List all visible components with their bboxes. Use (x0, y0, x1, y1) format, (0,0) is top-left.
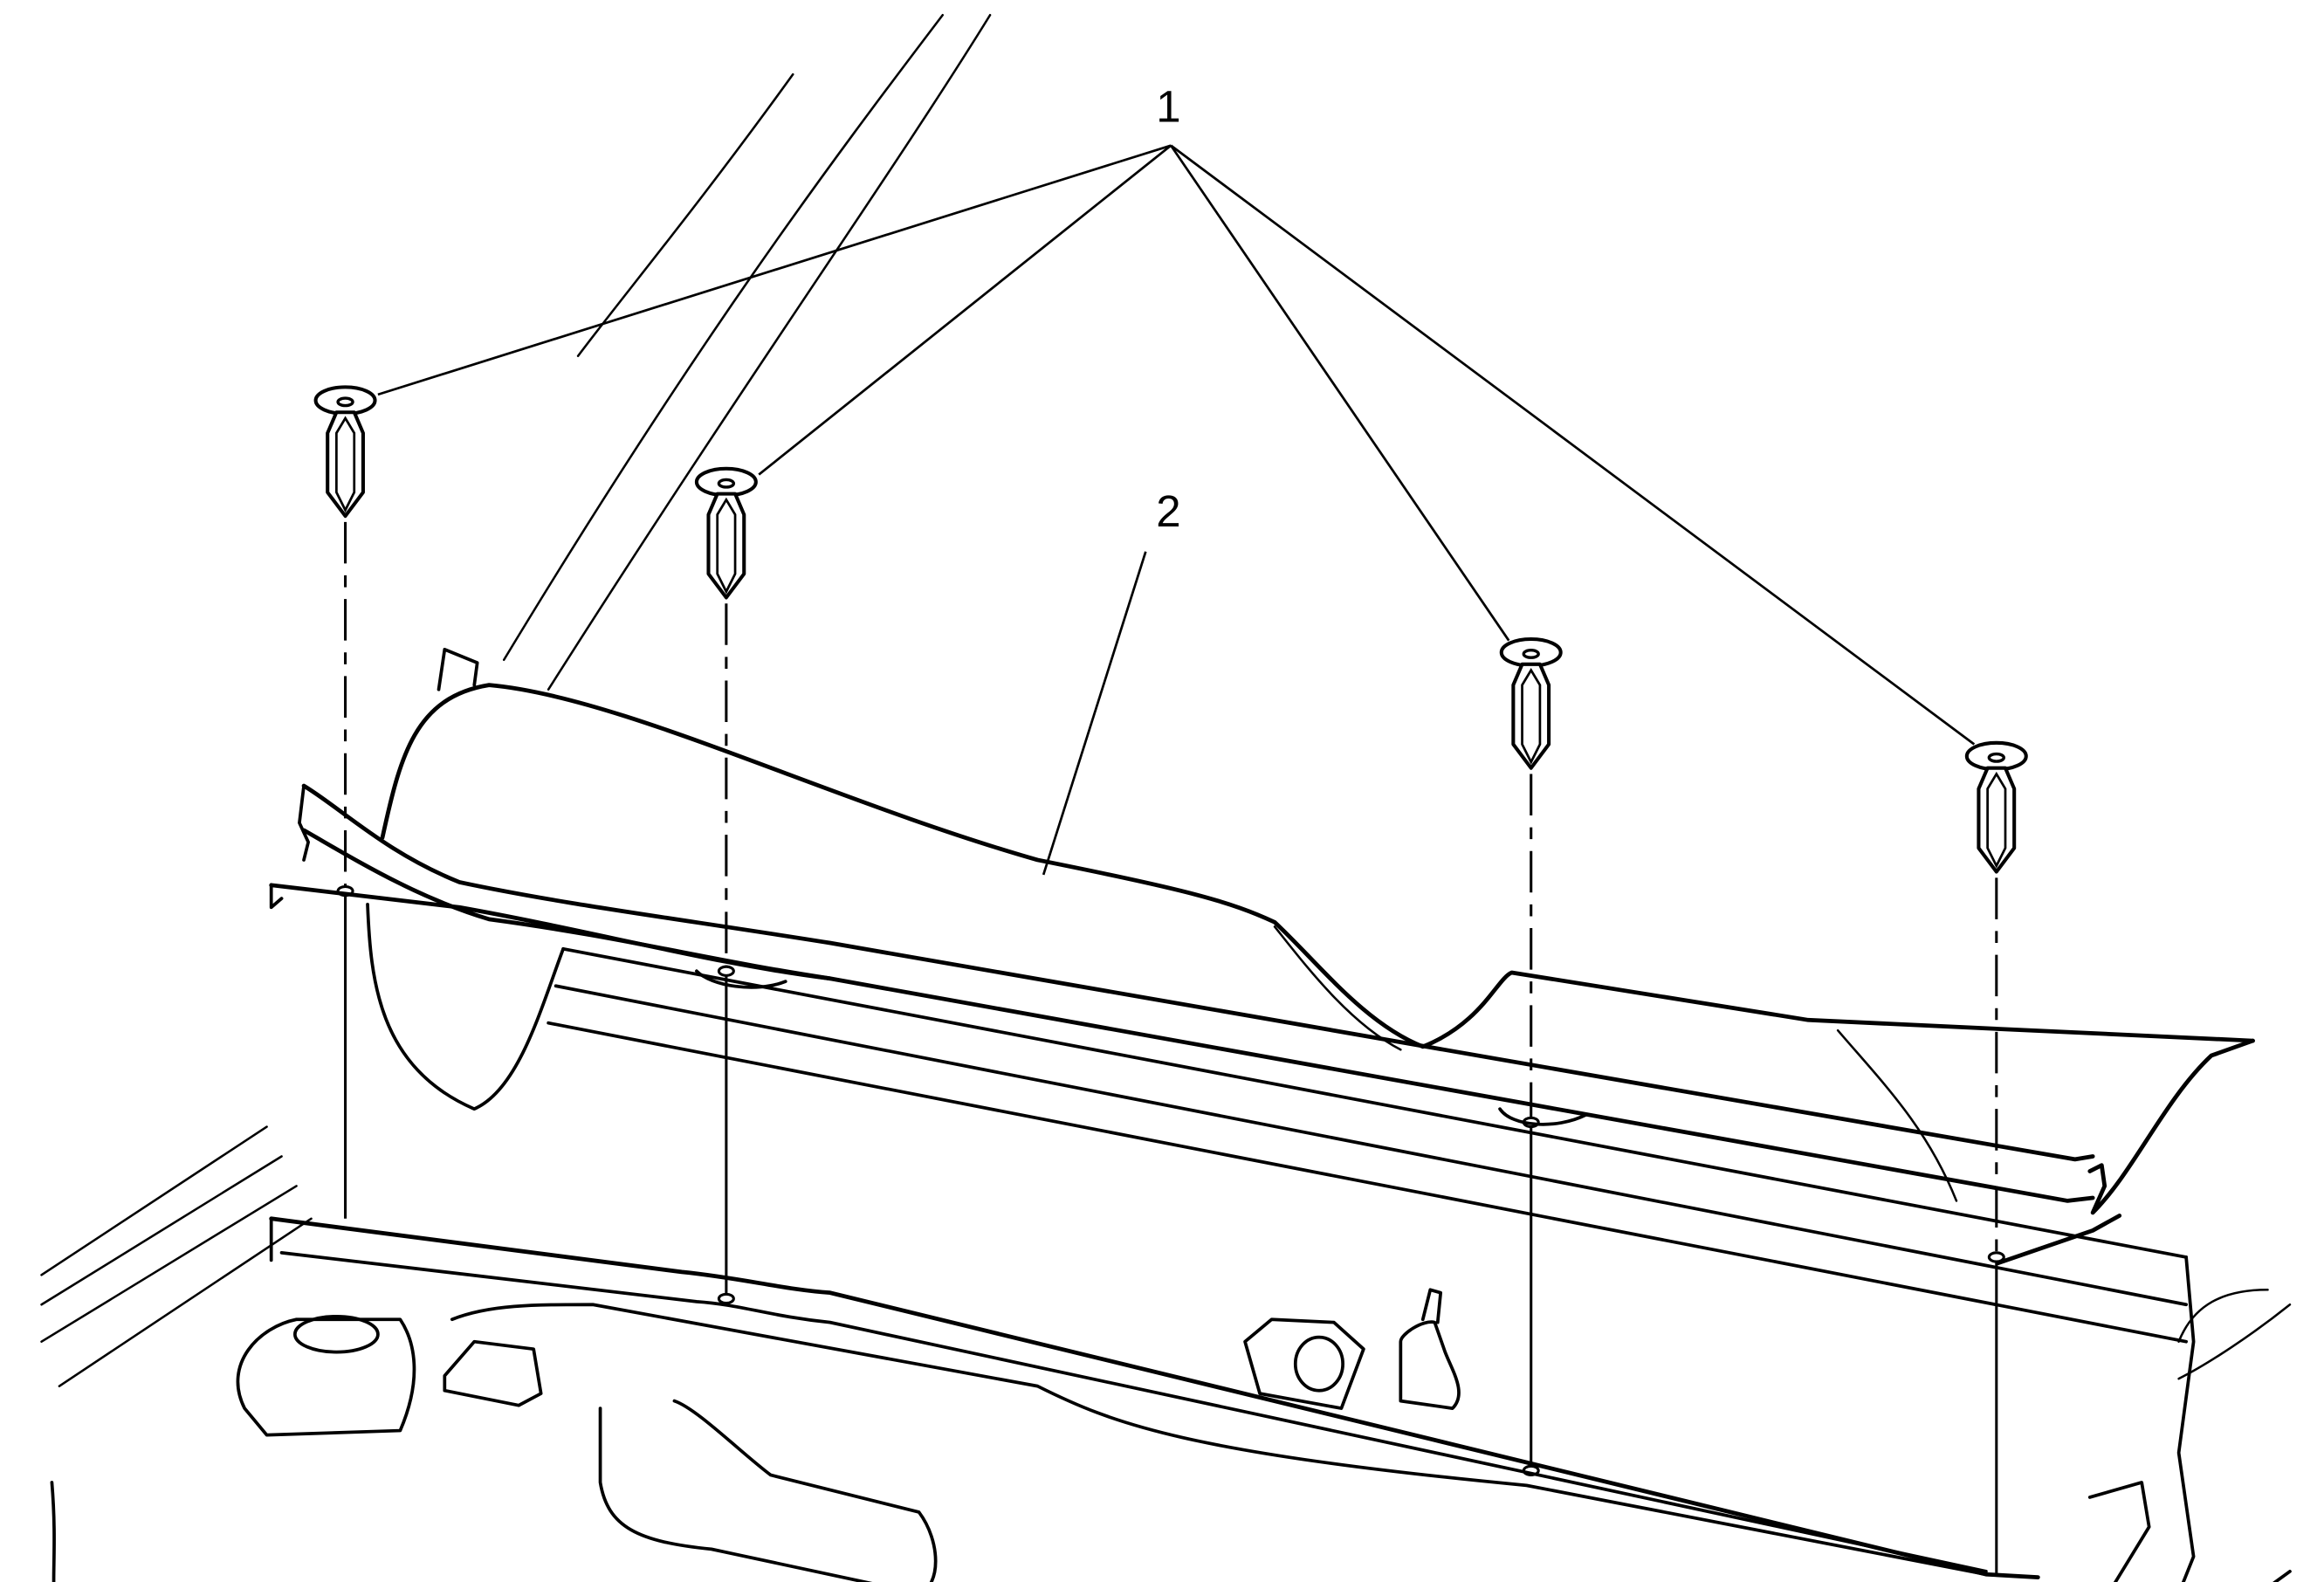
callout-2-label: 2 (1156, 486, 1180, 536)
windshield-pillar-lines (502, 13, 992, 691)
pushpin-retainer-2 (697, 469, 756, 1305)
pushpin-retainer-1 (316, 387, 375, 1219)
pushpin-icon (316, 387, 375, 516)
callout-1-label: 1 (1156, 81, 1180, 131)
callout-1: 1 (377, 81, 1976, 746)
pushpin-retainer-4 (1967, 743, 2026, 1575)
pushpin-icon (697, 469, 756, 598)
air-inlet-grille-panel (269, 648, 2255, 1266)
fender-and-body-edges (40, 1125, 2292, 1582)
callout-2: 2 (1042, 486, 1181, 876)
pushpin-icon (1502, 639, 1561, 768)
pushpin-icon (1967, 743, 2026, 872)
cowl-crossmember (269, 1216, 2040, 1580)
engine-bay-components (236, 1288, 1461, 1582)
pushpin-retainer-3 (1502, 639, 1561, 1477)
plenum-body (547, 946, 2292, 1380)
